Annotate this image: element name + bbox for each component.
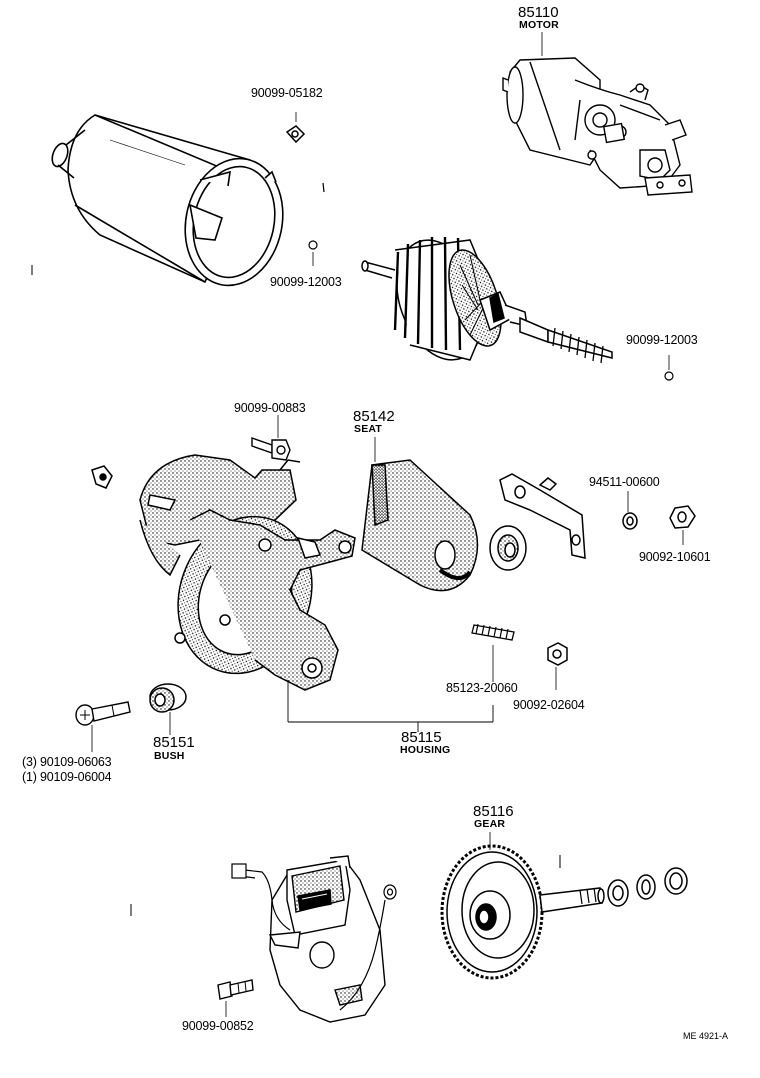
screw-06063-drawing [75, 701, 131, 752]
nut-02604-drawing [547, 642, 568, 690]
pin-12003-a-drawing [308, 182, 325, 266]
gear-part-number: 85116 [473, 803, 514, 820]
pin-12003-b-label: 90099-12003 [626, 333, 698, 347]
screw-06004-label: (1) 90109-06004 [22, 770, 112, 784]
stud-20060-label: 85123-20060 [446, 681, 518, 695]
housing-leader-lines [287, 680, 494, 732]
pin-12003-b-drawing [664, 355, 674, 381]
end-cover-drawing [268, 855, 386, 1023]
seat-caption: SEAT [354, 423, 383, 435]
cup-washer-drawing [489, 525, 527, 571]
pin-12003-a-label: 90099-12003 [270, 275, 342, 289]
bracket-plate-drawing [499, 473, 586, 559]
bolt-00883-label: 90099-00883 [234, 401, 306, 415]
screw-05182-drawing [285, 112, 306, 144]
nut-10601-drawing [669, 505, 696, 545]
nut-02604-label: 90092-02604 [513, 698, 585, 712]
yoke-housing-drawing [51, 114, 284, 287]
screw-00852-label: 90099-00852 [182, 1019, 254, 1033]
housing-caption: HOUSING [400, 744, 451, 756]
stud-20060-drawing [471, 623, 515, 682]
motor-assembly-drawing [502, 57, 693, 196]
bolt-00883-drawing [251, 415, 291, 461]
diagram-reference-code: ME 4921-A [683, 1031, 729, 1041]
housing-part-number: 85115 [401, 729, 442, 746]
armature-drawing [361, 236, 613, 364]
clip-drawing [91, 465, 113, 489]
washer-00600-label: 94511-00600 [589, 475, 660, 489]
stray-marks [31, 265, 561, 916]
screw-06063-label: (3) 90109-06063 [22, 755, 112, 769]
motor-caption: MOTOR [519, 19, 559, 31]
seat-part-number: 85142 [353, 408, 395, 425]
wire-harness-drawing [231, 863, 397, 1011]
screw-05182-label: 90099-05182 [251, 86, 323, 100]
gear-washers-drawing [607, 867, 688, 907]
bush-caption: BUSH [154, 750, 185, 762]
washer-00600-drawing [622, 491, 638, 530]
housing-drawing [139, 454, 356, 691]
screw-00852-drawing [217, 979, 254, 1017]
gear-caption: GEAR [474, 818, 506, 830]
bush-part-number: 85151 [153, 734, 195, 751]
motor-part-number: 85110 [518, 4, 559, 21]
gear-drawing [440, 844, 605, 980]
seat-drawing [361, 437, 479, 592]
leader-lines [489, 32, 543, 850]
nut-10601-label: 90092-10601 [639, 550, 711, 564]
bush-drawing [149, 683, 187, 735]
